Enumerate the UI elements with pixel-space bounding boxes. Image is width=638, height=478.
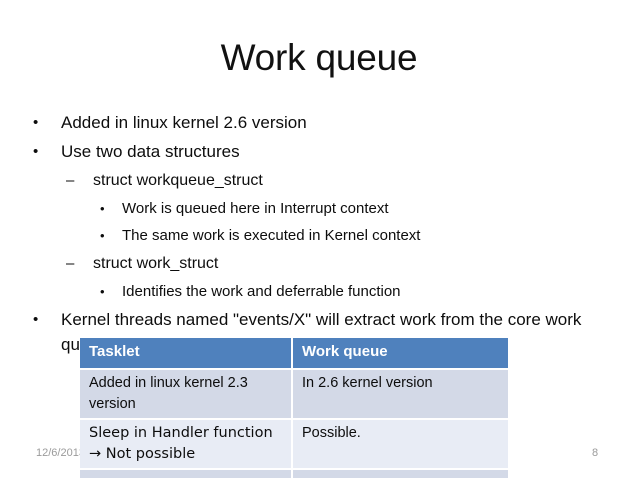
dash-marker-icon: –: [66, 255, 75, 272]
list-item: – struct workqueue_struct: [66, 168, 638, 193]
footer-date: 12/6/2013: [36, 447, 85, 459]
dash-marker-icon: –: [66, 172, 75, 189]
list-item: – struct work_struct: [66, 251, 638, 276]
list-item: • The same work is executed in Kernel co…: [100, 224, 638, 248]
list-item-label: Identifies the work and deferrable funct…: [122, 283, 401, 300]
table-header-row: Tasklet Work queue: [80, 338, 508, 370]
bullet-marker-icon: •: [33, 114, 39, 131]
bullet-marker-icon: •: [100, 284, 105, 299]
table-row: Added in linux kernel 2.3 version In 2.6…: [80, 369, 508, 420]
list-item-label: Use two data structures: [61, 142, 240, 161]
table-cell: Latency is less: [80, 469, 293, 478]
bullet-marker-icon: •: [100, 228, 105, 243]
table-cell: More compared to Tasklet: [292, 469, 508, 478]
table-row: Sleep in Handler function → Not possible…: [80, 419, 508, 470]
comparison-table: Tasklet Work queue Added in linux kernel…: [80, 338, 508, 478]
table-row: Latency is less More compared to Tasklet: [80, 469, 508, 478]
list-item-label: Work is queued here in Interrupt context: [122, 200, 389, 217]
bullet-marker-icon: •: [100, 201, 105, 216]
table-cell: Sleep in Handler function → Not possible: [80, 419, 293, 470]
table-cell: In 2.6 kernel version: [292, 369, 508, 420]
bullet-marker-icon: •: [33, 143, 39, 160]
bullet-marker-icon: •: [33, 311, 39, 328]
list-item: • Work is queued here in Interrupt conte…: [100, 197, 638, 221]
list-item-label: struct work_struct: [93, 255, 219, 272]
column-header-workqueue: Work queue: [292, 338, 508, 370]
list-item-label: The same work is executed in Kernel cont…: [122, 227, 421, 244]
list-item-label: struct workqueue_struct: [93, 172, 263, 189]
list-item: • Use two data structures: [33, 139, 608, 164]
list-item: • Added in linux kernel 2.6 version: [33, 110, 608, 135]
list-item: • Identifies the work and deferrable fun…: [100, 280, 638, 304]
list-item-label: Added in linux kernel 2.6 version: [61, 113, 307, 132]
footer-page-number: 8: [592, 447, 599, 459]
column-header-tasklet: Tasklet: [80, 338, 293, 370]
page-title: Work queue: [220, 37, 418, 78]
bullet-list: • Added in linux kernel 2.6 version • Us…: [0, 110, 638, 361]
table-cell: Added in linux kernel 2.3 version: [80, 369, 293, 420]
table-cell: Possible.: [292, 419, 508, 470]
